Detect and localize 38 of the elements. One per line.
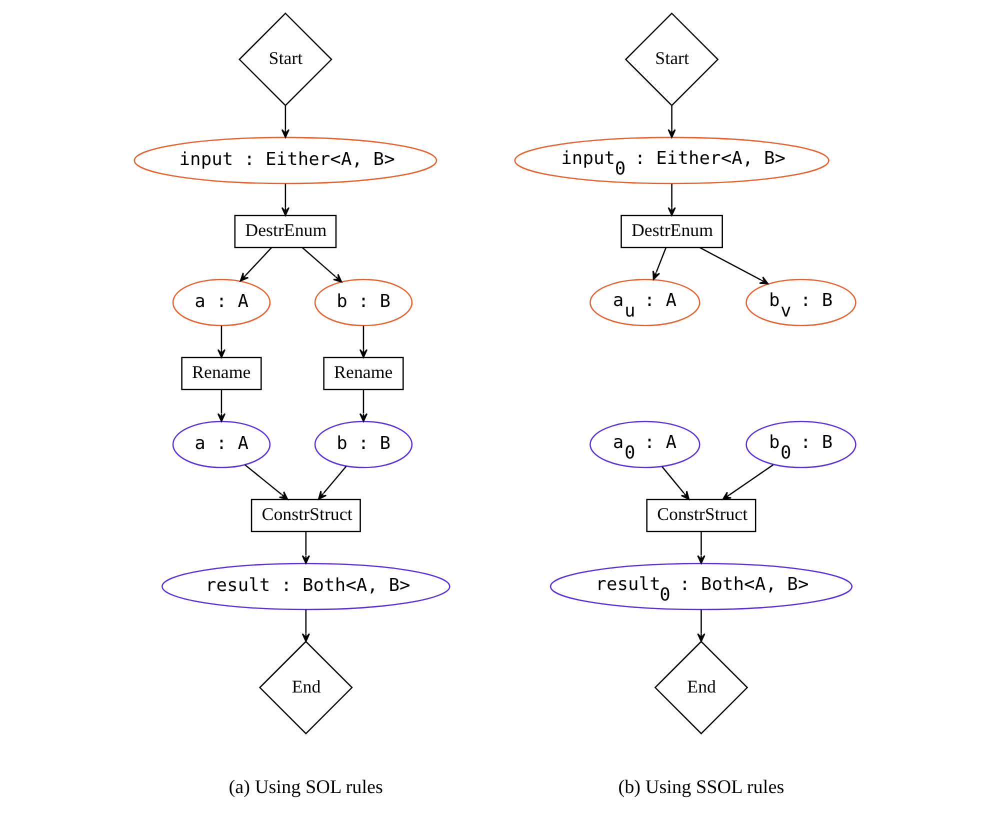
node-diamond: Start <box>624 12 718 106</box>
arrow <box>280 106 290 138</box>
node-ellipse: input : Either<A, B> <box>133 136 437 184</box>
node-ellipse: b : B <box>314 278 412 326</box>
arrow <box>239 247 272 282</box>
node-diamond: End <box>654 640 748 735</box>
node-box: Rename <box>322 356 404 390</box>
arrow <box>280 184 290 216</box>
arrow <box>699 247 768 284</box>
arrow <box>301 532 310 564</box>
arrow <box>244 464 288 500</box>
arrow <box>317 466 346 500</box>
arrow <box>216 390 226 422</box>
node-box: DestrEnum <box>234 214 336 248</box>
arrow <box>216 326 226 358</box>
arrow <box>667 184 676 216</box>
node-ellipse: b : B <box>314 420 412 468</box>
arrow <box>358 326 368 358</box>
node-box: Rename <box>180 356 262 390</box>
node-box: DestrEnum <box>620 214 722 248</box>
label: (b) Using SSOL rules <box>618 777 784 798</box>
arrow <box>696 532 705 564</box>
arrow <box>696 610 705 642</box>
arrow <box>358 390 368 422</box>
node-box: ConstrStruct <box>646 498 756 532</box>
node-ellipse: a : A <box>172 278 270 326</box>
arrow <box>652 247 666 280</box>
node-ellipse: result : Both<A, B> <box>161 562 450 610</box>
arrow <box>301 610 310 642</box>
arrow <box>661 466 690 500</box>
node-diamond: End <box>258 640 352 735</box>
arrow <box>667 106 676 138</box>
arrow <box>301 247 342 283</box>
node-ellipse: a : A <box>172 420 270 468</box>
arrow <box>722 464 774 500</box>
node-box: ConstrStruct <box>250 498 360 532</box>
node-diamond: Start <box>238 12 332 106</box>
label: (a) Using SOL rules <box>228 777 383 798</box>
